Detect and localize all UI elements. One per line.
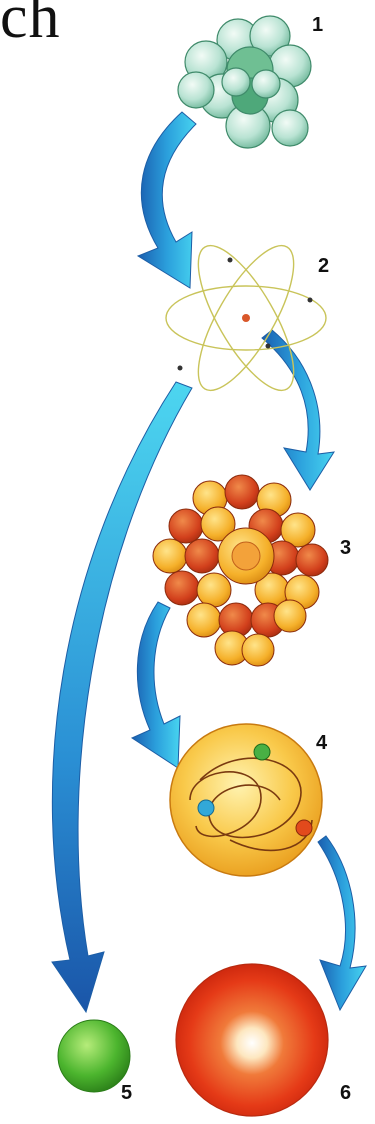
small-green-sphere xyxy=(58,1020,130,1092)
big-red-sphere xyxy=(176,964,328,1116)
label-3: 3 xyxy=(340,538,351,558)
red-particle xyxy=(296,820,312,836)
label-5: 5 xyxy=(121,1083,132,1103)
arrow-1-to-2 xyxy=(138,112,196,288)
label-6: 6 xyxy=(340,1083,351,1103)
green-particle xyxy=(254,744,270,760)
atom-nucleus xyxy=(242,314,250,322)
label-4: 4 xyxy=(316,733,327,753)
blue-particle xyxy=(198,800,214,816)
label-2: 2 xyxy=(318,256,329,276)
arrow-2-to-5 xyxy=(52,382,192,1012)
label-1: 1 xyxy=(312,15,323,35)
header-text-fragment: ch xyxy=(0,0,61,48)
arrow-4-to-6 xyxy=(318,836,366,1010)
sphere-with-loops xyxy=(170,724,322,876)
nucleon-cluster xyxy=(153,475,328,666)
arrow-2-to-3 xyxy=(262,330,334,490)
nucleus-cluster xyxy=(178,16,311,148)
arrow-3-to-4 xyxy=(132,602,180,768)
